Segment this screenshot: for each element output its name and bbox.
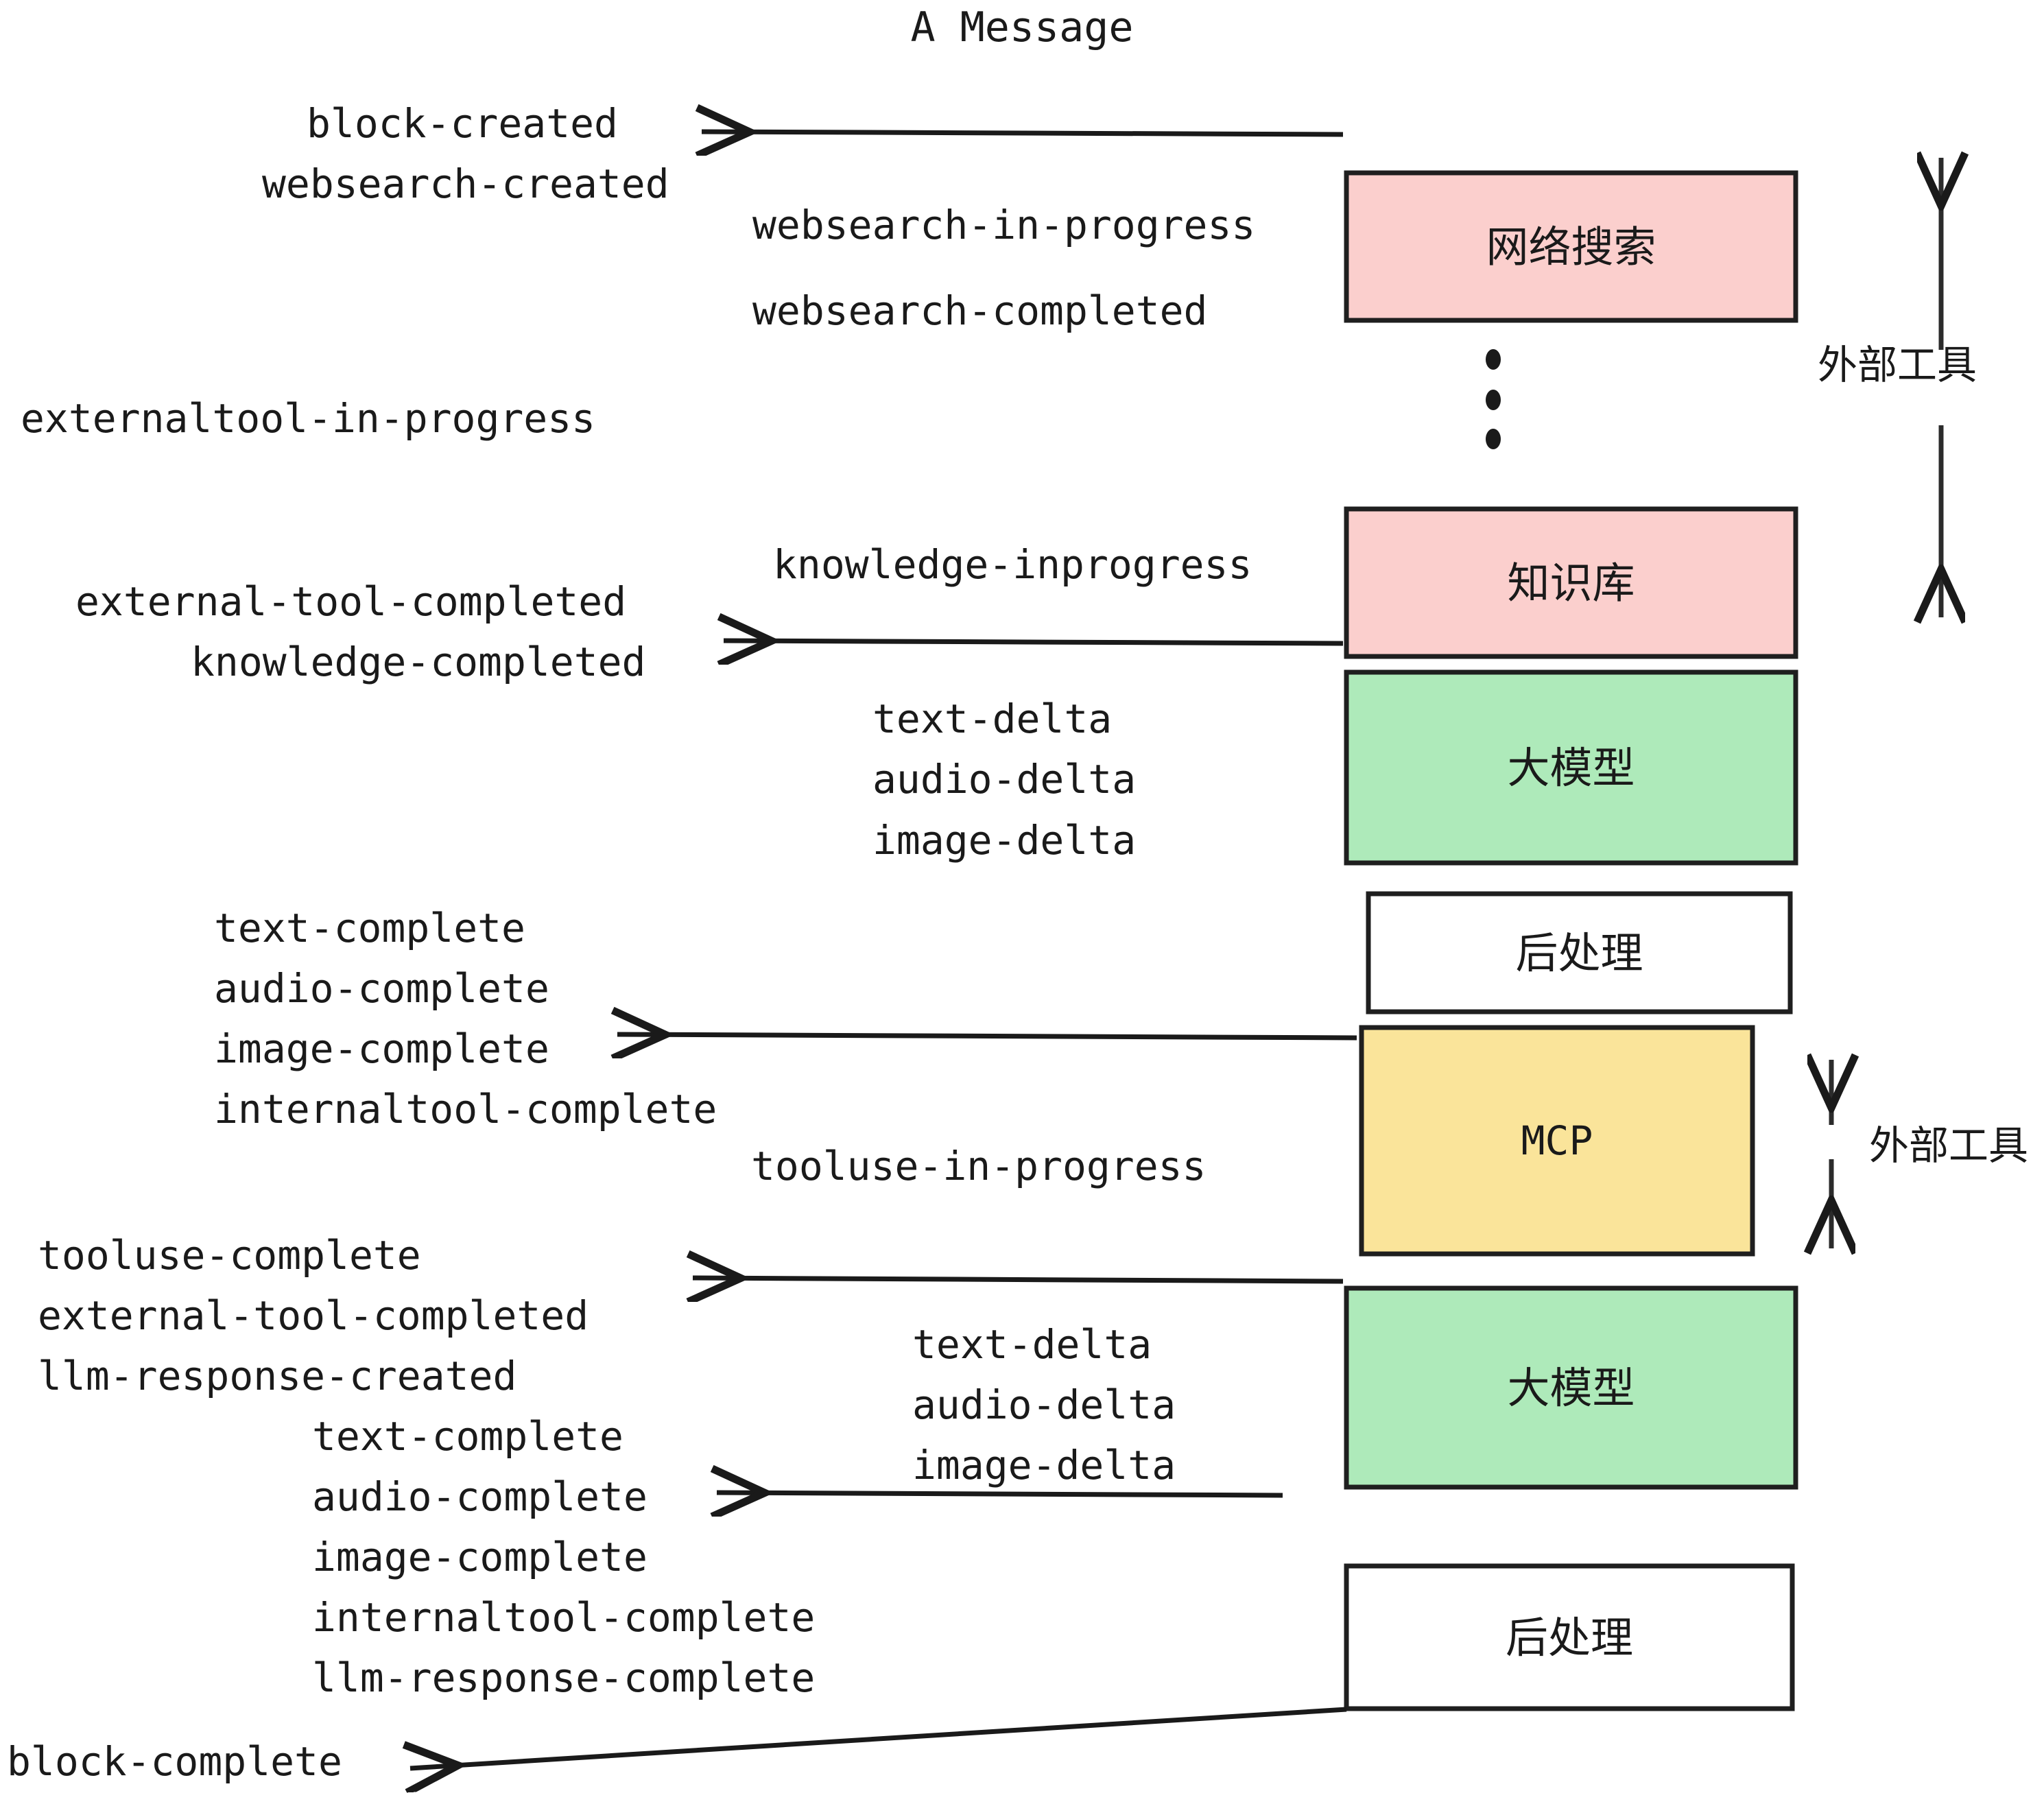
event-label-internaltool-complete-1: internaltool-complete (214, 1086, 717, 1132)
event-label-image-delta-2: image-delta (912, 1442, 1176, 1488)
node-postprocess-1: 后处理 (1366, 891, 1793, 1014)
node-box-llm-1 (1344, 669, 1798, 866)
node-box-postprocess-1 (1366, 891, 1793, 1014)
node-mcp: MCP (1359, 1025, 1755, 1257)
event-label-llm-response-created: llm-response-created (38, 1353, 516, 1399)
ellipsis-dot-1 (1486, 349, 1501, 370)
event-label-tooluse-in-progress: tooluse-in-progress (751, 1143, 1206, 1189)
event-label-text-delta-2: text-delta (912, 1321, 1152, 1368)
node-label-postprocess-1: 后处理 (1515, 928, 1643, 978)
node-box-mcp (1359, 1025, 1755, 1257)
node-box-postprocess-2 (1344, 1563, 1795, 1711)
node-label-mcp: MCP (1521, 1117, 1593, 1164)
node-llm-2: 大模型 (1344, 1285, 1798, 1490)
node-label-websearch: 网络搜索 (1486, 222, 1656, 272)
event-label-llm-response-complete: llm-response-complete (312, 1654, 815, 1701)
event-label-websearch-completed: websearch-completed (752, 287, 1207, 334)
event-label-externaltool-in-progress: externaltool-in-progress (21, 395, 595, 442)
ellipsis-dot-2 (1486, 390, 1501, 410)
arrow-block-complete (410, 1707, 1347, 1768)
bracket-external-tools-mcp: 外部工具 (1831, 1060, 2028, 1248)
diagram-title: A Message (910, 3, 1133, 51)
event-label-tooluse-complete: tooluse-complete (38, 1232, 421, 1279)
event-label-block-complete: block-complete (7, 1738, 342, 1785)
event-label-block-created: block-created (307, 100, 618, 147)
node-postprocess-2: 后处理 (1344, 1563, 1795, 1711)
node-box-llm-2 (1344, 1285, 1798, 1490)
event-label-audio-complete-1: audio-complete (214, 965, 549, 1012)
arrow-knowledge-done (724, 641, 1344, 643)
event-label-image-complete-1: image-complete (214, 1025, 549, 1072)
event-label-knowledge-completed: knowledge-completed (191, 639, 645, 685)
bracket-label-external-tools-top: 外部工具 (1818, 342, 1977, 388)
connector-arrow-group (410, 132, 1357, 1768)
bracket-external-tools-top: 外部工具 (1818, 158, 1977, 617)
node-knowledge: 知识库 (1344, 506, 1798, 659)
event-label-text-complete-1: text-complete (214, 905, 525, 951)
event-label-external-tool-completed: external-tool-completed (75, 578, 626, 625)
event-label-image-delta-1: image-delta (872, 817, 1136, 864)
node-llm-1: 大模型 (1344, 669, 1798, 866)
arrow-tooluse-done (693, 1278, 1344, 1281)
event-label-text-delta-1: text-delta (872, 696, 1112, 742)
event-label-internaltool-complete-2: internaltool-complete (312, 1594, 815, 1641)
event-label-audio-delta-2: audio-delta (912, 1381, 1176, 1428)
ellipsis-dots (1486, 349, 1501, 449)
node-label-llm-2: 大模型 (1507, 1363, 1635, 1413)
node-label-postprocess-2: 后处理 (1506, 1613, 1633, 1663)
event-label-external-tool-completed-2: external-tool-completed (38, 1292, 589, 1339)
event-label-websearch-created: websearch-created (262, 161, 669, 207)
arrow-block-created (702, 132, 1344, 134)
event-label-knowledge-inprogress: knowledge-inprogress (773, 541, 1252, 588)
node-box-knowledge (1344, 506, 1798, 659)
node-websearch: 网络搜索 (1344, 170, 1798, 323)
arrow-image-complete (617, 1034, 1357, 1038)
arrow-audio-complete (717, 1493, 1283, 1495)
event-label-websearch-in-progress: websearch-in-progress (752, 202, 1255, 248)
bracket-label-external-tools-mcp: 外部工具 (1869, 1122, 2028, 1169)
event-label-audio-complete-2: audio-complete (312, 1473, 647, 1520)
event-label-audio-delta-1: audio-delta (872, 756, 1136, 803)
node-label-llm-1: 大模型 (1507, 743, 1635, 793)
event-label-image-complete-2: image-complete (312, 1534, 647, 1580)
ellipsis-dot-3 (1486, 429, 1501, 449)
event-label-text-complete-2: text-complete (312, 1413, 623, 1460)
event-label-group: block-created websearch-created websearch-… (7, 100, 1255, 1785)
node-box-websearch (1344, 170, 1798, 323)
node-label-knowledge: 知识库 (1507, 558, 1635, 608)
